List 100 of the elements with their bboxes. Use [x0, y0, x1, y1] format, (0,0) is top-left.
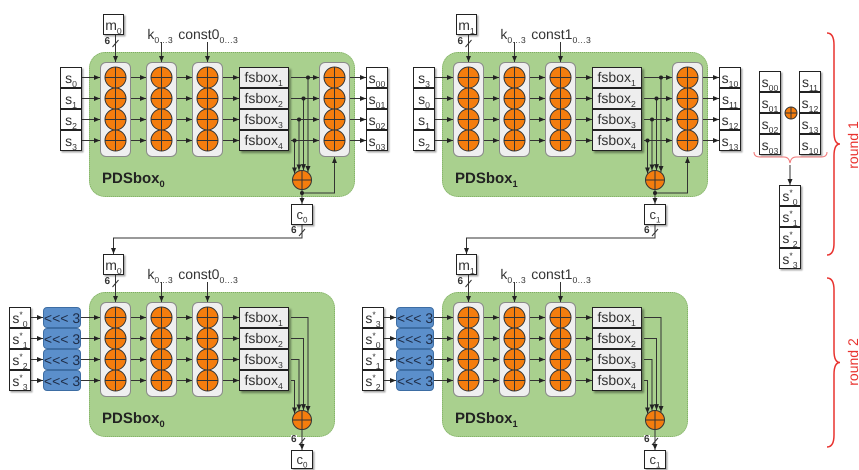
- arrow: [465, 274, 472, 302]
- arrow: [80, 378, 100, 383]
- pdsbox-container: [89, 52, 355, 197]
- rotate-box: <<< 3: [396, 349, 434, 370]
- arrow: [222, 138, 240, 143]
- arrow: [434, 138, 454, 143]
- block-title: PDSbox$_{0}$: [102, 171, 165, 186]
- arrow: [434, 315, 454, 320]
- xor-column-panel: [146, 302, 176, 396]
- xor-column-panel: [672, 62, 702, 156]
- xor-circle: [292, 410, 312, 430]
- arrow: [222, 75, 240, 80]
- bus-width-label: 6: [104, 277, 110, 287]
- rotate-box: <<< 3: [43, 370, 81, 391]
- arrow: [702, 75, 720, 80]
- arrow: [702, 138, 720, 143]
- fsbox-block: fsbox$_{4}$: [238, 130, 288, 150]
- arrow: [80, 336, 100, 341]
- state-word-box: s$_{2}$: [413, 130, 435, 151]
- arrow: [465, 34, 472, 62]
- fsbox-block: fsbox$_{3}$: [592, 348, 642, 370]
- fsbox-block: fsbox$_{2}$: [592, 88, 642, 108]
- pdsbox-container: [89, 292, 335, 437]
- xor-circle: [292, 170, 312, 190]
- xor-column-panel: [146, 62, 176, 156]
- arrow: [530, 336, 546, 341]
- arrow: [484, 336, 500, 341]
- state-word-box: s$_{11}$: [719, 88, 741, 109]
- arrow: [384, 336, 396, 341]
- bus-width-label: 6: [458, 37, 464, 47]
- arrow: [350, 75, 366, 80]
- arrow: [484, 96, 500, 101]
- bus-width-label: 6: [104, 37, 110, 47]
- arrow: [384, 315, 396, 320]
- state-word-box: s$_{11}$: [799, 71, 821, 92]
- arrow: [130, 75, 146, 80]
- arrow: [30, 378, 44, 383]
- arrow: [434, 117, 454, 122]
- xor-column-panel: [544, 62, 576, 156]
- arrow: [530, 96, 546, 101]
- arrow: [788, 164, 792, 186]
- arrow: [644, 359, 654, 411]
- fsbox-block: fsbox$_{3}$: [238, 348, 288, 370]
- rotate-box: <<< 3: [43, 328, 81, 349]
- arrow: [159, 282, 164, 302]
- arrow: [576, 378, 592, 383]
- fsbox-block: fsbox$_{4}$: [238, 370, 288, 390]
- rotate-box: <<< 3: [396, 370, 434, 391]
- pdsbox-container: [442, 292, 688, 437]
- arrow: [222, 96, 240, 101]
- input-label: const1$_{0…3}$: [531, 26, 591, 42]
- arrow: [80, 315, 100, 320]
- arrow: [290, 140, 297, 174]
- arrow: [576, 315, 592, 320]
- bus-width-label: 6: [291, 226, 297, 236]
- arrow: [702, 96, 720, 101]
- arrow: [484, 117, 500, 122]
- input-label: k$_{0…3}$: [147, 266, 173, 282]
- arrow: [30, 336, 44, 341]
- arrow: [176, 96, 192, 101]
- arrow: [82, 75, 100, 80]
- arrow: [298, 430, 306, 450]
- arrow: [80, 357, 100, 362]
- fsbox-block: fsbox$_{2}$: [592, 328, 642, 348]
- arrow: [290, 77, 310, 172]
- arrow: [30, 357, 44, 362]
- state-word-box: s$_{13}$: [719, 130, 741, 151]
- rotate-box: <<< 3: [396, 307, 434, 328]
- carry-box: c$_{0}$: [291, 204, 313, 225]
- arrow: [130, 96, 146, 101]
- arrow: [530, 117, 546, 122]
- fsbox-block: fsbox$_{1}$: [238, 306, 288, 328]
- arrow: [644, 98, 659, 171]
- arrow: [558, 282, 563, 302]
- state-word-box: s$_{03}$: [759, 134, 781, 155]
- arrow: [176, 138, 192, 143]
- arrow: [576, 138, 592, 143]
- arrow: [464, 224, 658, 254]
- input-label: k$_{0…3}$: [500, 26, 526, 42]
- arrow: [484, 378, 500, 383]
- arrow: [434, 357, 454, 362]
- input-label: const0$_{0…3}$: [178, 266, 238, 282]
- fsbox-block: fsbox$_{4}$: [592, 130, 642, 150]
- input-label: k$_{0…3}$: [500, 266, 526, 282]
- state-word-box: s$_{13}$: [799, 113, 821, 134]
- arrow: [176, 357, 192, 362]
- arrow: [290, 359, 302, 411]
- arrow: [484, 75, 500, 80]
- arrow: [530, 75, 546, 80]
- arrow: [302, 156, 337, 194]
- arrow: [159, 42, 164, 62]
- state-word-box: s$_{00}$: [366, 67, 388, 88]
- state-word-box: s$_{3}$: [60, 130, 82, 151]
- fsbox-block: fsbox$_{1}$: [238, 66, 288, 88]
- arrow: [290, 119, 302, 171]
- state-word-box: s$_{03}$: [366, 130, 388, 151]
- carry-box: c$_{0}$: [291, 450, 313, 469]
- arrow: [112, 34, 119, 62]
- state-word-box: s$_{2}$: [60, 109, 82, 130]
- block-title: PDSbox$_{1}$: [455, 411, 518, 426]
